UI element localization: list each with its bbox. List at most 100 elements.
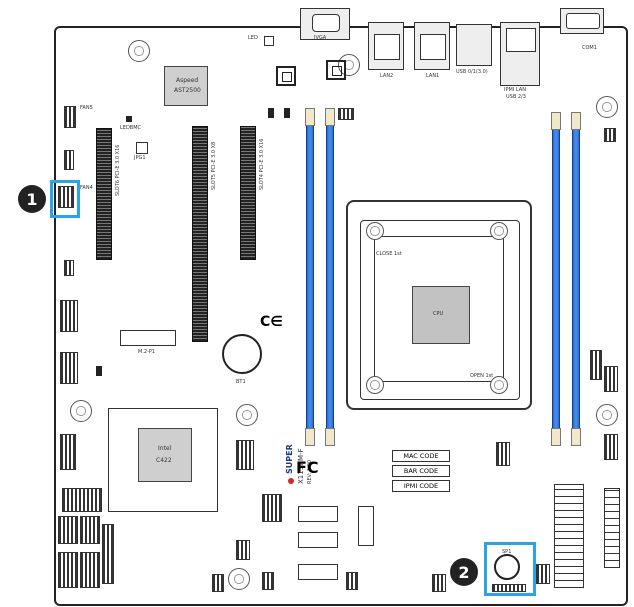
header-small	[262, 572, 274, 590]
socket-screw	[366, 376, 384, 394]
dimm-clip	[571, 428, 581, 446]
led-indicator	[264, 36, 274, 46]
pch-chip	[138, 428, 192, 482]
mounting-hole	[228, 568, 250, 590]
ipmi-lan-port	[506, 28, 536, 52]
callout-1-badge: 1	[18, 185, 46, 213]
header-sata	[58, 516, 78, 544]
pcie-slot4	[240, 126, 256, 260]
fan4-label: FAN4	[80, 185, 93, 191]
bmc-chip-name: Aspeed	[176, 77, 199, 84]
open-1st-label: OPEN 1st	[470, 373, 494, 379]
slot6-label: SLOT6 PCI-E 3.0 X16	[115, 144, 121, 196]
fan5-label: FAN5	[80, 105, 93, 111]
cpu-die	[412, 286, 470, 344]
vga-inner	[312, 14, 340, 32]
jvga-label: JVGA	[314, 35, 327, 41]
pcie-slot6	[96, 128, 112, 260]
header-left	[64, 150, 74, 170]
pcie-slot5	[192, 126, 208, 342]
lan1-port	[420, 34, 446, 60]
header-sata	[58, 552, 78, 588]
dimm-clip	[551, 112, 561, 130]
jpi2c-inner	[332, 66, 342, 76]
header-right	[604, 366, 618, 392]
fan5-header	[64, 106, 76, 128]
lan1-label: LAN1	[426, 73, 440, 79]
mounting-hole	[338, 54, 360, 76]
header-left	[60, 352, 78, 384]
ipmi-lan-label: IPMI LAN	[504, 87, 526, 93]
atx-power-connector	[554, 484, 584, 588]
battery	[222, 334, 262, 374]
m2-slot	[120, 330, 176, 346]
header-jsxb	[236, 540, 250, 560]
bar-code-box: BAR CODE	[392, 465, 450, 477]
speaker-pins	[492, 584, 526, 592]
dimm-slot-a1	[326, 118, 334, 436]
callout-2-badge: 2	[450, 558, 478, 586]
header-jtpm	[60, 434, 76, 470]
header-sata	[80, 516, 100, 544]
m2-label: M.2-P1	[138, 349, 156, 355]
header-sata	[62, 488, 102, 512]
fan-header-fan1	[604, 128, 616, 142]
bmc-chip	[164, 66, 208, 106]
motherboard-outline	[54, 26, 628, 606]
dimm-clip	[325, 428, 335, 446]
mac-code-box: MAC CODE	[392, 450, 450, 462]
mounting-hole	[236, 404, 258, 426]
cpu-socket-inner	[374, 236, 504, 382]
jpg1-jumper	[136, 142, 148, 154]
led-bmc	[126, 116, 132, 122]
lan2-label: LAN2	[380, 73, 394, 79]
fan-header-top	[338, 108, 354, 120]
fan-header-fana	[432, 574, 446, 592]
header-small	[212, 574, 224, 592]
chip-small	[284, 108, 290, 118]
sata-connector	[298, 532, 338, 548]
fcc-mark: FC	[296, 458, 319, 477]
speaker-sp1	[494, 554, 520, 580]
ledbmc-label: LEDBMC	[120, 125, 142, 131]
pch-chip-model: C422	[156, 457, 172, 464]
com1-port	[566, 13, 600, 29]
dimm-clip	[305, 428, 315, 446]
jpi2c-box	[326, 60, 346, 80]
header-left	[60, 300, 78, 332]
mounting-hole	[596, 96, 618, 118]
cpu-label: CPU	[433, 311, 444, 317]
dimm-slot-c1	[552, 122, 560, 436]
led-label: LED	[248, 35, 258, 41]
header-sata	[80, 552, 100, 588]
cpu-power-connector	[604, 488, 620, 568]
brand-text: SUPER	[285, 434, 296, 494]
header-left	[64, 260, 74, 276]
header-jsgpio	[236, 440, 254, 470]
jsd1-inner	[282, 72, 292, 82]
bmc-chip-model: AST2500	[174, 87, 201, 94]
header-right	[590, 350, 602, 380]
slot5-label: SLOT5 PCI-E 3.0 X8	[211, 141, 217, 190]
ce-mark: C∈	[260, 314, 283, 330]
header-sata	[102, 524, 114, 584]
brand-name: SUPER	[285, 444, 294, 474]
socket-screw	[366, 222, 384, 240]
sata-connector-vertical	[358, 506, 374, 546]
jsd1-box	[276, 66, 296, 86]
dimm-clip	[551, 428, 561, 446]
slot4-label: SLOT4 PCI-E 3.0 X16	[259, 138, 265, 190]
header-small	[346, 572, 358, 590]
chip-small	[96, 366, 102, 376]
lan2-port	[374, 34, 400, 60]
dimm-slot-d1	[572, 122, 580, 436]
mounting-hole	[128, 40, 150, 62]
ipmi-code-box: IPMI CODE	[392, 480, 450, 492]
dimm-clip	[571, 112, 581, 130]
dimm-slot-b1	[306, 118, 314, 436]
callout-1-highlight	[50, 180, 80, 218]
pch-chip-name: Intel	[158, 445, 172, 452]
battery-label: BT1	[236, 379, 246, 385]
socket-screw	[490, 222, 508, 240]
callout-2-highlight	[484, 542, 536, 596]
